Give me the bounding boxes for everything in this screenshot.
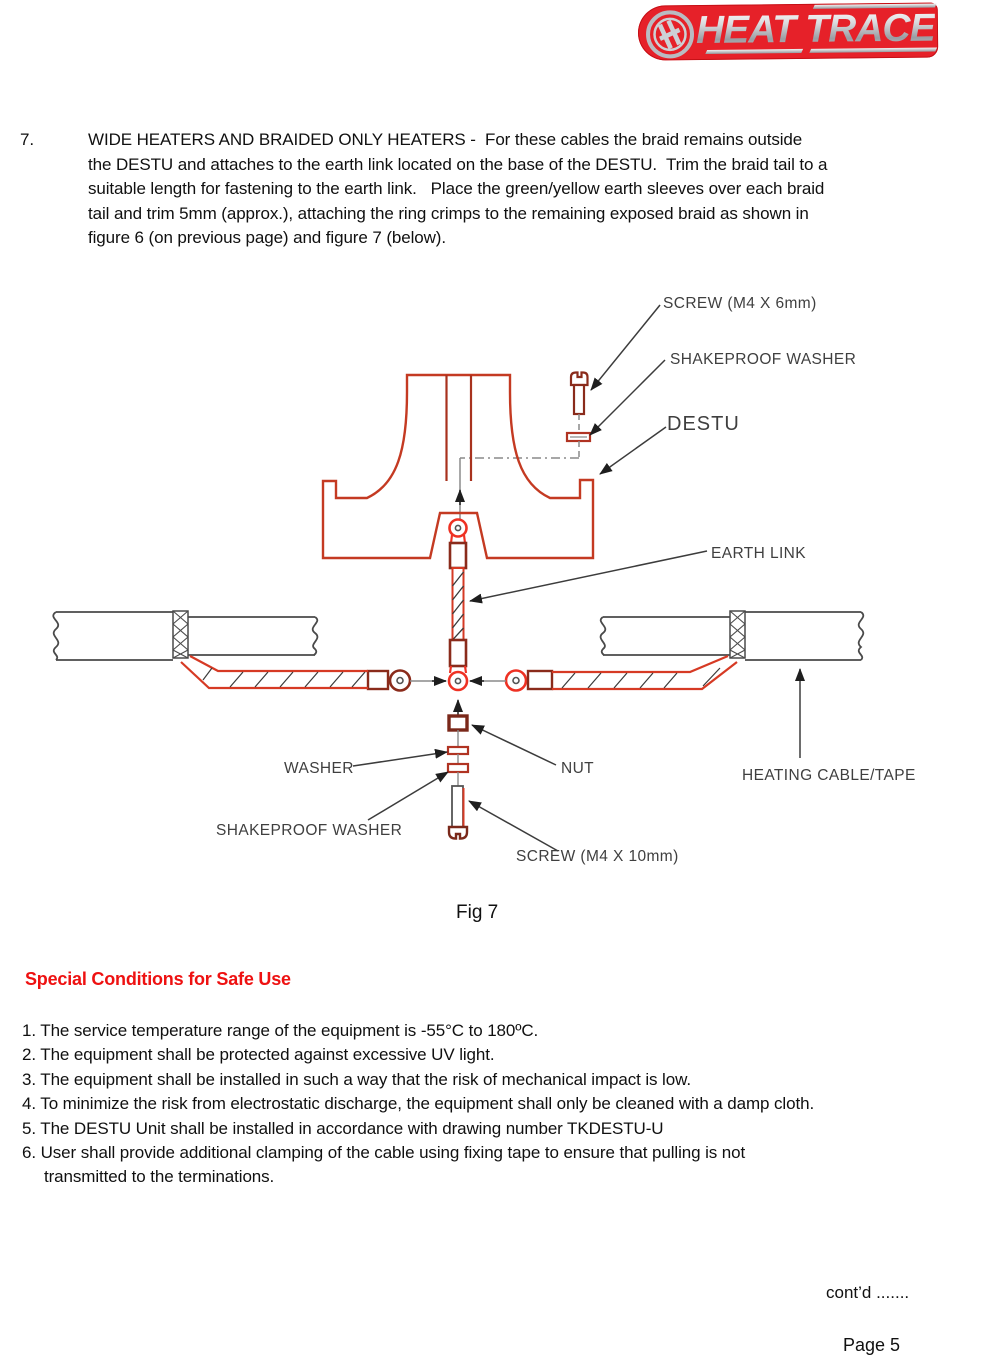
screw-m4x10-shaft [451, 785, 464, 828]
label-shakeproof-bottom: SHAKEPROOF WASHER [216, 822, 402, 839]
left-heating-cable-drawing [52, 610, 319, 661]
bottom-fastener-stack-drawing [446, 699, 470, 840]
shakeproof-washer-bottom-drawing [446, 762, 470, 774]
left-braid-crosshatch [172, 610, 189, 659]
right-braid-crosshatch [729, 610, 746, 659]
screw-m4x6-drawing [565, 371, 592, 458]
safe-use-item: 6. User shall provide additional clampin… [22, 1143, 746, 1163]
ht-monogram-icon [645, 9, 696, 65]
intro-line: the DESTU and attaches to the earth link… [88, 154, 828, 174]
safe-use-item: 1. The service temperature range of the … [22, 1021, 539, 1040]
intro-line: tail and trim 5mm (approx.), attaching t… [88, 203, 809, 223]
leader-lines [352, 304, 805, 852]
page-number: Page 5 [843, 1335, 901, 1355]
right-heating-cable-drawing [599, 610, 865, 661]
figure-caption: Fig 7 [456, 902, 499, 923]
label-nut: NUT [561, 760, 594, 777]
label-shakeproof-top: SHAKEPROOF WASHER [670, 351, 856, 368]
right-braid-tail-drawing [552, 654, 738, 691]
intro-line: WIDE HEATERS AND BRAIDED ONLY HEATERS - … [88, 130, 803, 149]
safe-use-item: 3. The equipment shall be installed in s… [22, 1069, 691, 1089]
label-destu: DESTU [667, 413, 740, 435]
safe-use-item: 5. The DESTU Unit shall be installed in … [22, 1118, 664, 1138]
label-heating-cable: HEATING CABLE/TAPE [742, 767, 916, 784]
intro-line: figure 6 (on previous page) and figure 7… [88, 228, 446, 248]
paragraph-number: 7. [20, 130, 34, 149]
contd-note: cont’d ....... [826, 1283, 910, 1302]
nut-drawing [447, 714, 469, 732]
destu-body-drawing [321, 373, 595, 560]
label-washer: WASHER [284, 760, 354, 777]
intro-line: suitable length for fastening to the ear… [88, 179, 825, 199]
right-ring-terminal-drawing [469, 669, 554, 692]
label-earth-link: EARTH LINK [711, 545, 806, 562]
earth-link-hatching [451, 571, 465, 641]
left-braid-tail-drawing [180, 655, 368, 690]
intro-paragraph: WIDE HEATERS AND BRAIDED ONLY HEATERS - … [88, 128, 827, 251]
washer-drawing [446, 745, 470, 756]
safe-use-item-continuation: transmitted to the terminations. [44, 1167, 275, 1187]
earth-link-drawing [447, 518, 469, 692]
assembly-centerline [455, 457, 579, 519]
safe-use-list: 1. The service temperature range of the … [22, 1019, 814, 1190]
left-ring-terminal-drawing [366, 669, 447, 692]
label-screw-bottom: SCREW (M4 X 10mm) [516, 848, 679, 865]
screw-m4x10-head [447, 825, 469, 840]
safe-use-item: 2. The equipment shall be protected agai… [22, 1045, 495, 1065]
safe-use-item: 4. To minimize the risk from electrostat… [22, 1094, 815, 1114]
safe-use-heading: Special Conditions for Safe Use [25, 969, 291, 989]
label-screw-top: SCREW (M4 X 6mm) [663, 295, 817, 312]
